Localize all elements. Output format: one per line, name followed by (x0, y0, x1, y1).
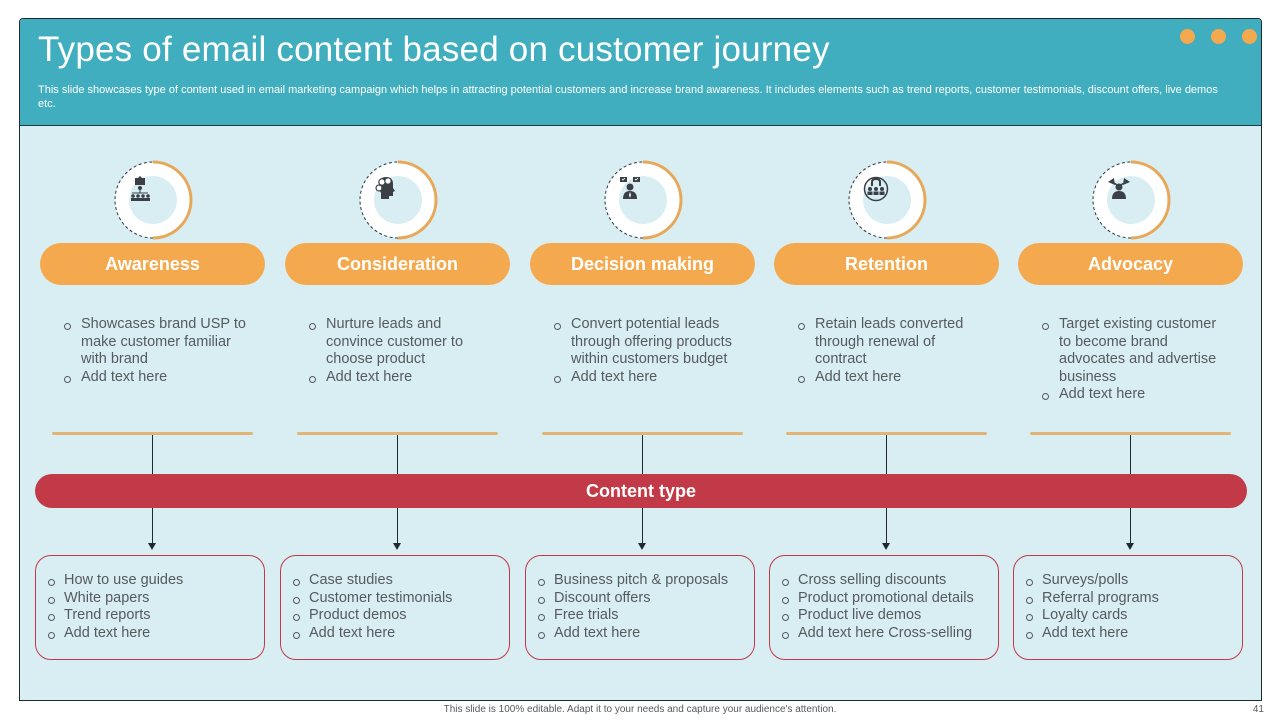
arrow-down-icon (638, 543, 646, 550)
slide-header: Types of email content based on customer… (20, 19, 1261, 126)
content-type-item: Product live demos (782, 607, 998, 625)
content-type-item: Loyalty cards (1026, 607, 1242, 625)
footer-note: This slide is 100% editable. Adapt it to… (443, 704, 837, 715)
stage-icon-ring (112, 159, 194, 241)
connector-line (397, 507, 398, 543)
description-item: Showcases brand USP to make customer fam… (62, 316, 252, 369)
stage-pill: Decision making (530, 243, 755, 285)
content-type-item: Surveys/polls (1026, 572, 1242, 590)
decor-dot (1242, 29, 1257, 44)
decor-dot (1180, 29, 1195, 44)
content-type-item: Cross selling discounts (782, 572, 998, 590)
content-type-item: Customer testimonials (293, 590, 509, 608)
content-type-item: Add text here (538, 625, 754, 643)
content-type-item: Case studies (293, 572, 509, 590)
stage-pill: Consideration (285, 243, 510, 285)
arrow-down-icon (882, 543, 890, 550)
description-item: Retain leads converted through renewal o… (796, 316, 986, 369)
description-item: Add text here (796, 369, 986, 387)
description-item: Target existing customer to become brand… (1040, 316, 1230, 386)
content-type-box: Cross selling discounts Product promotio… (769, 555, 999, 660)
divider-bar (52, 432, 253, 435)
connector-line (397, 435, 398, 475)
stage-column-decision-making: Decision making Convert potential leads … (525, 19, 755, 700)
stage-pill: Advocacy (1018, 243, 1243, 285)
divider-bar (1030, 432, 1231, 435)
connector-line (1130, 507, 1131, 543)
stage-pill: Retention (774, 243, 999, 285)
divider-bar (542, 432, 743, 435)
stage-description: Target existing customer to become brand… (1040, 316, 1230, 404)
content-type-item: Discount offers (538, 590, 754, 608)
content-type-box: Case studies Customer testimonials Produ… (280, 555, 510, 660)
decor-dots (1180, 29, 1257, 44)
stage-column-awareness: Awareness Showcases brand USP to make cu… (35, 19, 265, 700)
description-item: Convert potential leads through offering… (552, 316, 742, 369)
description-item: Add text here (1040, 386, 1230, 404)
arrow-down-icon (393, 543, 401, 550)
content-type-item: White papers (48, 590, 264, 608)
arrow-down-icon (1126, 543, 1134, 550)
stage-column-retention: Retention Retain leads converted through… (769, 19, 999, 700)
stage-column-advocacy: Advocacy Target existing customer to bec… (1013, 19, 1243, 700)
connector-line (1130, 435, 1131, 475)
content-type-box: Business pitch & proposals Discount offe… (525, 555, 755, 660)
stage-description: Retain leads converted through renewal o… (796, 316, 986, 386)
description-item: Add text here (62, 369, 252, 387)
content-type-item: Add text here (1026, 625, 1242, 643)
stage-pill: Awareness (40, 243, 265, 285)
stage-icon-ring (357, 159, 439, 241)
journey-diagram: Awareness Showcases brand USP to make cu… (20, 19, 1261, 700)
content-type-item: Add text here (48, 625, 264, 643)
content-type-item: Add text here Cross-selling (782, 625, 998, 643)
stage-description: Nurture leads and convince customer to c… (307, 316, 497, 386)
content-type-item: Product promotional details (782, 590, 998, 608)
connector-line (152, 435, 153, 475)
description-item: Nurture leads and convince customer to c… (307, 316, 497, 369)
content-type-bar: Content type (35, 474, 1247, 508)
connector-line (886, 435, 887, 475)
connector-line (152, 507, 153, 543)
stage-column-consideration: Consideration Nurture leads and convince… (280, 19, 510, 700)
content-type-box: How to use guides White papers Trend rep… (35, 555, 265, 660)
content-type-box: Surveys/polls Referral programs Loyalty … (1013, 555, 1243, 660)
content-type-item: Add text here (293, 625, 509, 643)
content-type-item: Trend reports (48, 607, 264, 625)
stage-icon-ring (846, 159, 928, 241)
connector-line (642, 507, 643, 543)
stage-description: Convert potential leads through offering… (552, 316, 742, 386)
stage-description: Showcases brand USP to make customer fam… (62, 316, 252, 386)
description-item: Add text here (307, 369, 497, 387)
stage-icon-ring (602, 159, 684, 241)
divider-bar (786, 432, 987, 435)
description-item: Add text here (552, 369, 742, 387)
arrow-down-icon (148, 543, 156, 550)
slide: Types of email content based on customer… (19, 18, 1262, 701)
decor-dot (1211, 29, 1226, 44)
page-number: 41 (1252, 704, 1264, 715)
content-type-item: Product demos (293, 607, 509, 625)
stage-icon-ring (1090, 159, 1172, 241)
connector-line (886, 507, 887, 543)
slide-subtitle: This slide showcases type of content use… (38, 84, 1218, 110)
content-type-item: Referral programs (1026, 590, 1242, 608)
content-type-item: Business pitch & proposals (538, 572, 754, 590)
content-type-item: How to use guides (48, 572, 264, 590)
connector-line (642, 435, 643, 475)
divider-bar (297, 432, 498, 435)
slide-title: Types of email content based on customer… (38, 30, 830, 69)
content-type-item: Free trials (538, 607, 754, 625)
